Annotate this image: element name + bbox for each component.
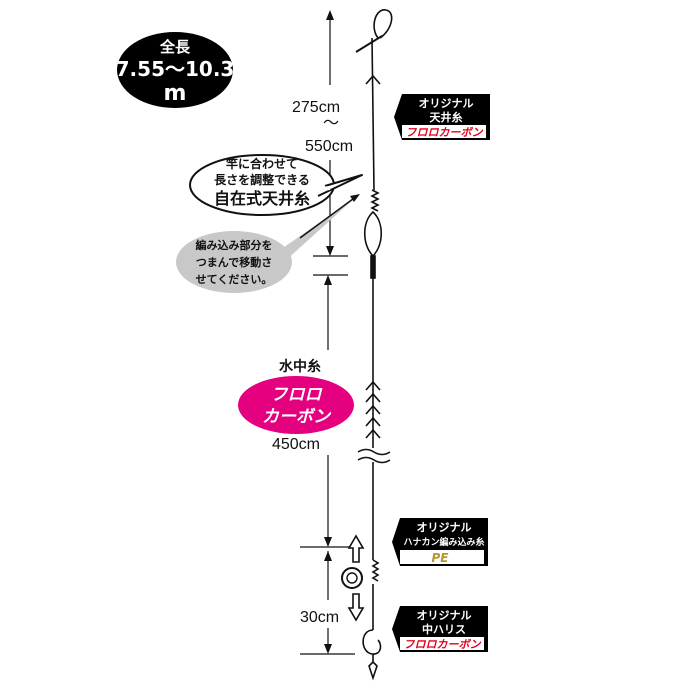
move-note-bubble: 編み込み部分を つまんで移動さ せてください。 bbox=[176, 194, 360, 293]
total-length-range: 7.55〜10.3 bbox=[116, 57, 235, 81]
hanakan-tag-line1: オリジナル bbox=[417, 521, 472, 534]
nakahari-tag-line1: オリジナル bbox=[417, 609, 472, 622]
suichu-dimension bbox=[300, 274, 355, 548]
adjustable-line2: 長さを調整できる bbox=[214, 172, 310, 187]
nakahari-tag-line2: 中ハリス bbox=[422, 622, 466, 636]
nakahari-dimension bbox=[300, 551, 355, 655]
total-length-label: 全長 bbox=[159, 38, 191, 56]
hanakan-tag-material: PE bbox=[432, 551, 450, 565]
nakahari-length: 30cm bbox=[300, 609, 339, 626]
move-note-line2: つまんで移動さ bbox=[196, 255, 272, 269]
suichu-material-badge: フロロ カーボン bbox=[238, 376, 354, 434]
main-line bbox=[355, 9, 393, 681]
tenjo-length-tilde: 〜 bbox=[323, 115, 339, 132]
suichu-material-line1: フロロ bbox=[271, 385, 323, 405]
hanakan-ring bbox=[341, 567, 363, 589]
adjustable-line3: 自在式天井糸 bbox=[214, 189, 310, 208]
adjustable-line1: 竿に合わせて bbox=[226, 156, 298, 171]
suichu-label: 水中糸 bbox=[279, 358, 321, 375]
move-note-line1: 編み込み部分を bbox=[196, 238, 273, 252]
suichu-material-line2: カーボン bbox=[262, 407, 332, 427]
total-length-badge: 全長 7.55〜10.3 m bbox=[116, 32, 235, 108]
suichu-length: 450cm bbox=[272, 436, 320, 453]
tenjo-tag-line2: 天井糸 bbox=[430, 110, 463, 124]
nakahari-tag-material: フロロカーボン bbox=[404, 638, 482, 651]
hanakan-tag: オリジナル ハナカン編み込み糸 PE bbox=[392, 518, 488, 566]
nakahari-tag: オリジナル 中ハリス フロロカーボン bbox=[392, 606, 488, 652]
tenjo-tag-line1: オリジナル bbox=[419, 97, 474, 110]
tenjo-tag-material: フロロカーボン bbox=[406, 126, 484, 139]
hanakan-move-arrows bbox=[347, 534, 365, 622]
adjustable-bubble: 竿に合わせて 長さを調整できる 自在式天井糸 bbox=[189, 154, 363, 216]
tenjo-tag: オリジナル 天井糸 フロロカーボン bbox=[394, 94, 490, 140]
tenjo-length-max: 550cm bbox=[305, 138, 353, 155]
hanakan-tag-line2: ハナカン編み込み糸 bbox=[403, 536, 484, 548]
tenjo-length-min: 275cm bbox=[292, 99, 340, 116]
total-length-unit: m bbox=[164, 81, 187, 106]
move-note-line3: せてください。 bbox=[196, 273, 273, 286]
